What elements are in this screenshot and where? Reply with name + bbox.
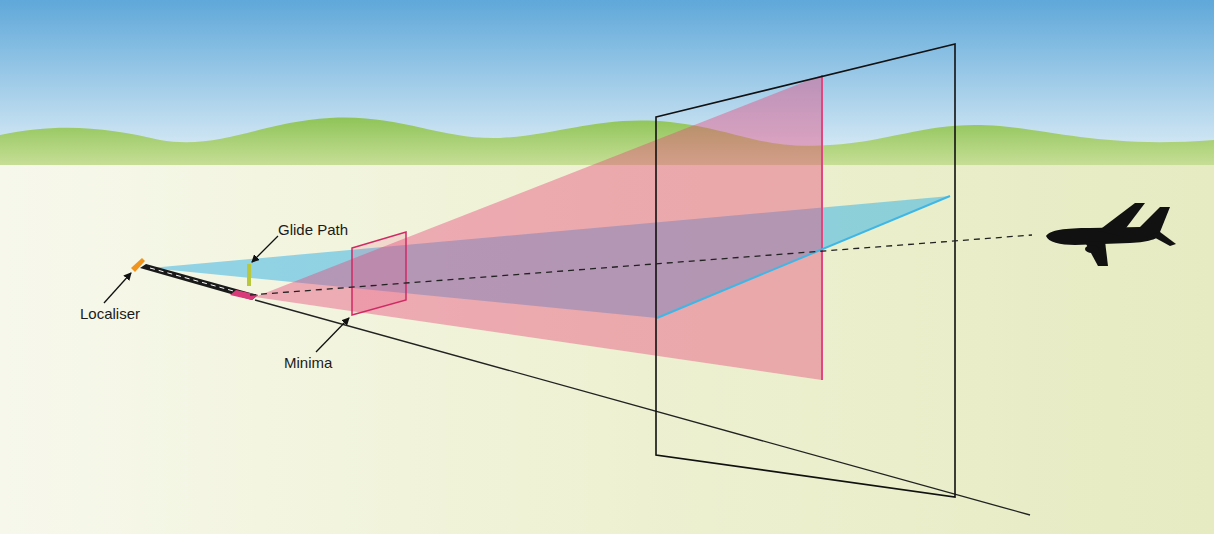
leader-arrow <box>104 273 131 303</box>
leader-arrow <box>316 318 349 352</box>
glide-path-line <box>657 196 950 318</box>
leader-arrow <box>252 236 278 262</box>
runway <box>140 264 258 300</box>
hills <box>0 118 1214 165</box>
sky <box>0 0 1214 170</box>
part-label: Minima <box>284 355 332 372</box>
aircraft <box>1046 203 1176 266</box>
minima-frame <box>352 232 406 315</box>
localiser-antenna <box>131 258 145 272</box>
runway-markings <box>150 268 248 295</box>
localiser-beam <box>255 75 822 380</box>
approach-path <box>250 235 1032 295</box>
part-label: Glide Path <box>278 222 348 239</box>
glide-path-antenna <box>247 264 251 286</box>
reference-frame <box>656 44 955 497</box>
part-label: Localiser <box>80 306 140 323</box>
localiser-line <box>821 75 823 380</box>
